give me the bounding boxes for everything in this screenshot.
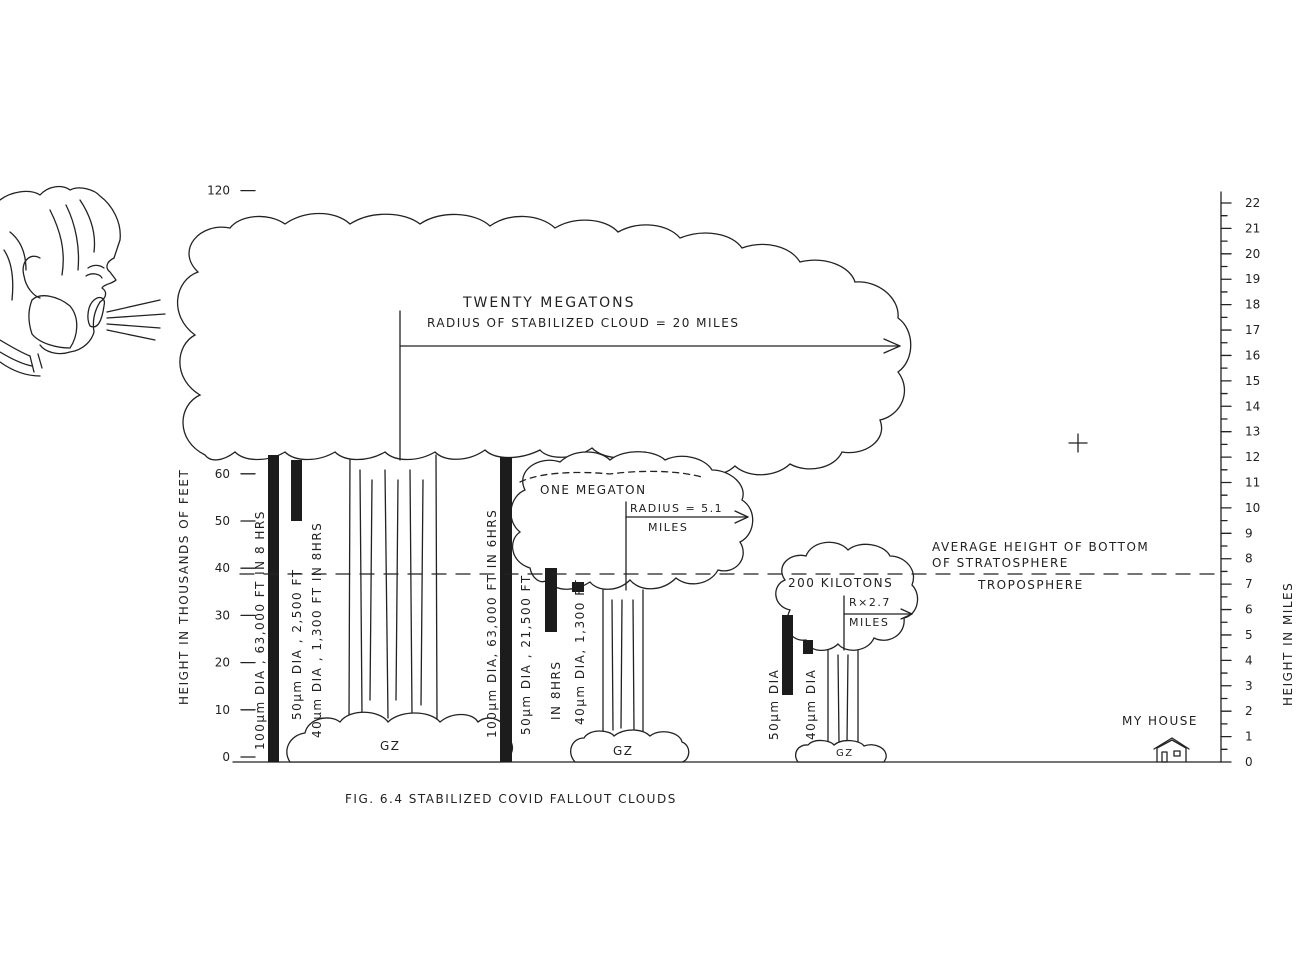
one-bar2a-label: 50μm DIA , 21,500 FT xyxy=(519,574,533,735)
one-megaton-stem xyxy=(602,589,644,736)
one-radius-text: RADIUS = 5.1 xyxy=(630,502,723,515)
bar-200kt-50um xyxy=(782,615,793,695)
one-megaton-cloud xyxy=(510,451,754,590)
two-hundred-kt-stem xyxy=(827,649,859,746)
one-megaton-cloud-dashed-top xyxy=(519,470,706,483)
one-bar3-label: 40μm DIA, 1,300 FT xyxy=(573,579,587,725)
two-hundred-radius-miles: MILES xyxy=(849,616,889,629)
two-hundred-kt-base-cloud xyxy=(794,739,887,763)
right-tick-label: 5 xyxy=(1245,628,1253,642)
left-tick-label: 20 xyxy=(215,656,230,670)
one-bar1-label: 100μm DIA, 63,000 FT IN 6HRS xyxy=(485,509,499,738)
twenty-bar2b-label: 40μm DIA , 1,300 FT IN 8HRS xyxy=(310,522,324,738)
right-tick-label: 9 xyxy=(1245,526,1253,540)
bar-200kt-40um xyxy=(803,640,813,654)
right-tick-label: 14 xyxy=(1245,399,1260,413)
right-tick-label: 18 xyxy=(1245,298,1260,312)
right-tick-label: 20 xyxy=(1245,247,1260,261)
breath-lines xyxy=(106,299,166,341)
twenty-radius-text: RADIUS OF STABILIZED CLOUD = 20 MILES xyxy=(427,316,739,330)
bar-twenty-100um xyxy=(268,455,279,762)
troposphere-label: TROPOSPHERE xyxy=(977,578,1084,592)
right-tick-label: 13 xyxy=(1245,425,1260,439)
two-hundred-radius-text: R×2.7 xyxy=(849,596,891,609)
stratosphere-label-1: AVERAGE HEIGHT OF BOTTOM xyxy=(932,540,1149,554)
my-house-label: MY HOUSE xyxy=(1122,714,1198,728)
one-arrow-head xyxy=(734,510,749,524)
twenty-megaton-stem xyxy=(348,454,438,721)
two-hundred-bar2-label: 40μm DIA xyxy=(804,669,818,740)
twenty-title: TWENTY MEGATONS xyxy=(462,295,635,311)
house-icon xyxy=(1153,737,1190,763)
right-tick-label: 4 xyxy=(1245,653,1253,667)
two-hundred-kt-cloud xyxy=(775,541,919,651)
two-hundred-bar1-label: 50μm DIA xyxy=(767,669,781,740)
left-tick-label: 60 xyxy=(215,467,230,481)
right-tick-label: 0 xyxy=(1245,755,1253,769)
right-tick-label: 7 xyxy=(1245,577,1253,591)
right-tick-label: 21 xyxy=(1245,221,1260,235)
one-megaton-base-cloud xyxy=(570,729,690,763)
two-hundred-arrow-head xyxy=(900,608,913,620)
twenty-arrow-head xyxy=(883,338,901,354)
stratosphere-label-2: OF STRATOSPHERE xyxy=(932,556,1069,570)
right-tick-label: 10 xyxy=(1245,501,1260,515)
one-title: ONE MEGATON xyxy=(540,483,647,497)
fallout-bars xyxy=(268,455,813,762)
left-tick-label: 0 xyxy=(222,750,230,764)
bar-one-100um xyxy=(500,457,512,762)
left-tick-label: 40 xyxy=(215,561,230,575)
twenty-bar1-label: 100μm DIA , 63,000 FT IN 8 HRS xyxy=(253,510,267,750)
bar-one-40um xyxy=(572,582,584,592)
right-tick-label: 11 xyxy=(1245,476,1260,490)
bar-one-50um xyxy=(545,568,557,632)
figure-caption: FIG. 6.4 STABILIZED COVID FALLOUT CLOUDS xyxy=(345,792,677,806)
right-tick-label: 3 xyxy=(1245,679,1253,693)
two-hundred-title: 200 KILOTONS xyxy=(788,576,893,590)
man-head-illustration xyxy=(0,185,121,377)
crosshair-mark xyxy=(1068,433,1088,453)
right-tick-label: 12 xyxy=(1245,450,1260,464)
right-tick-label: 22 xyxy=(1245,196,1260,210)
bar-twenty-50um xyxy=(291,460,302,521)
right-axis-label: HEIGHT IN MILES xyxy=(1281,582,1295,706)
one-bar2b-label: IN 8HRS xyxy=(549,661,563,720)
right-tick-label: 1 xyxy=(1245,730,1253,744)
one-gz-label: GZ xyxy=(613,744,634,758)
right-tick-label: 2 xyxy=(1245,704,1253,718)
two-hundred-gz-label: GZ xyxy=(836,748,854,759)
right-tick-label: 8 xyxy=(1245,552,1253,566)
right-tick-label: 17 xyxy=(1245,323,1260,337)
left-axis-label: HEIGHT IN THOUSANDS OF FEET xyxy=(177,469,191,705)
twenty-bar2a-label: 50μm DIA , 2,500 FT xyxy=(290,568,304,720)
left-tick-label: 120 xyxy=(207,184,230,198)
right-tick-label: 16 xyxy=(1245,348,1260,362)
one-radius-miles: MILES xyxy=(648,521,688,534)
twenty-megaton-cloud xyxy=(177,212,912,476)
left-tick-label: 10 xyxy=(215,703,230,717)
right-tick-label: 6 xyxy=(1245,603,1253,617)
right-tick-label: 19 xyxy=(1245,272,1260,286)
left-tick-label: 50 xyxy=(215,514,230,528)
twenty-gz-label: GZ xyxy=(380,739,401,753)
right-tick-label: 15 xyxy=(1245,374,1260,388)
left-tick-label: 30 xyxy=(215,608,230,622)
